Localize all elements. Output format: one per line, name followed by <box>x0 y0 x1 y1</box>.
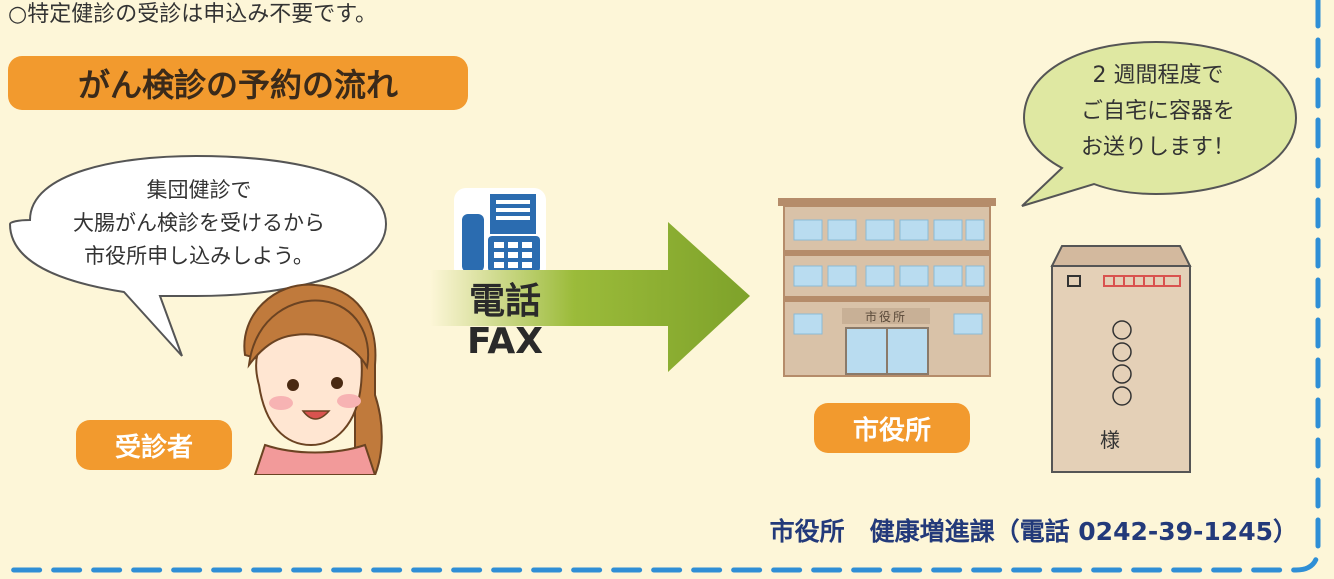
speech-right-line: 2 週間程度で <box>1092 63 1224 88</box>
speech-left-line: 市役所申し込みしよう。 <box>84 244 314 268</box>
speech-right-line: ご自宅に容器を <box>1080 99 1235 124</box>
city-hall-building-icon <box>778 198 996 377</box>
speech-bubble-right <box>1021 40 1298 207</box>
examinee-label: 受診者 <box>76 420 232 470</box>
speech-left-text: 集団健診で 大腸がん検診を受けるから 市役所申し込みしよう。 <box>40 174 358 273</box>
city-hall-label: 市役所 <box>814 403 970 453</box>
building-sign: 市役所 <box>864 310 907 324</box>
speech-bubble-left <box>8 154 388 357</box>
fax-label: FAX <box>466 321 544 362</box>
speech-right-line: お送りします！ <box>1080 135 1235 160</box>
speech-right-text: 2 週間程度で ご自宅に容器を お送りします！ <box>1040 58 1276 166</box>
contact-info: 市役所 健康増進課（電話 0242-39-1245） <box>769 517 1298 546</box>
fax-icon <box>454 188 546 280</box>
flow-arrow <box>430 222 750 372</box>
envelope-honorific: 様 <box>1100 428 1120 452</box>
speech-left-line: 大腸がん検診を受けるから <box>73 211 325 235</box>
flow-title: がん検診の予約の流れ <box>8 56 468 110</box>
speech-left-line: 集団健診で <box>146 178 252 202</box>
method-label: 電話 FAX <box>460 282 550 362</box>
phone-label: 電話 <box>468 281 541 322</box>
top-note: ○特定健診の受診は申込み不要です。 <box>8 2 377 27</box>
examinee-illustration <box>243 283 383 475</box>
envelope-icon <box>1050 245 1192 473</box>
